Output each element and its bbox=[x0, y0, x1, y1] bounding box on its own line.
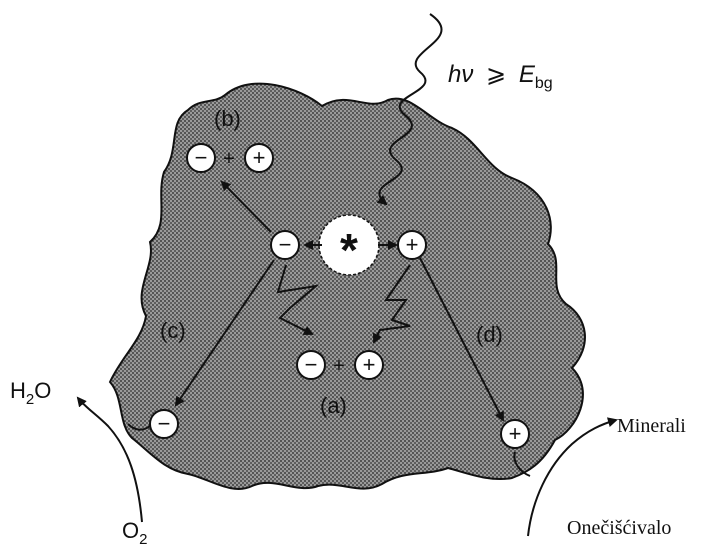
pair-b-joiner: + bbox=[223, 148, 235, 170]
pollutant-label: Onečišćivalo bbox=[567, 517, 671, 539]
water-label: H2O bbox=[10, 378, 51, 408]
arrow-electron-to-b bbox=[220, 180, 272, 233]
oxygen-label: O2 bbox=[122, 518, 147, 544]
oxidation-tail bbox=[513, 451, 531, 477]
bandgap-symbol: E bbox=[519, 61, 536, 88]
oxidation-arrow bbox=[527, 417, 618, 537]
svg-text:−: − bbox=[158, 411, 171, 436]
label-b: (b) bbox=[214, 106, 241, 131]
pair-b-electron: − bbox=[195, 145, 208, 170]
arrow-electron-to-surface-c bbox=[174, 259, 275, 407]
zigzag-hole-path bbox=[373, 264, 411, 344]
bandgap-subscript: bg bbox=[535, 75, 553, 92]
pair-a-electron: − bbox=[305, 352, 318, 377]
label-d: (d) bbox=[476, 322, 503, 347]
photon-relation: ⩾ bbox=[486, 61, 506, 88]
reduction-arrow bbox=[76, 396, 143, 523]
minerals-label: Minerali bbox=[617, 415, 686, 437]
hole-surface-d: + bbox=[500, 419, 530, 449]
photon-energy-label: hν ⩾ Ebg bbox=[448, 61, 553, 92]
electron-center: − bbox=[270, 230, 300, 260]
pair-a-joiner: + bbox=[333, 355, 345, 377]
label-c: (c) bbox=[160, 318, 186, 343]
svg-text:−: − bbox=[279, 232, 292, 257]
zigzag-electron-path bbox=[276, 264, 320, 335]
arrow-hole-to-surface-d bbox=[419, 257, 504, 422]
hole-center: + bbox=[397, 230, 427, 260]
pair-b-hole: + bbox=[253, 145, 266, 170]
label-a: (a) bbox=[320, 393, 347, 418]
electron-surface-c: − bbox=[149, 409, 179, 439]
reduction-tail bbox=[127, 423, 151, 431]
excitation-star: * bbox=[340, 224, 358, 276]
svg-text:+: + bbox=[509, 421, 522, 446]
photon-symbol: hν bbox=[448, 61, 473, 88]
svg-text:+: + bbox=[406, 232, 419, 257]
pair-a-hole: + bbox=[363, 352, 376, 377]
pair-b: − + + bbox=[186, 143, 274, 173]
pair-a: − + + bbox=[296, 350, 384, 380]
photon-wave bbox=[376, 13, 443, 206]
